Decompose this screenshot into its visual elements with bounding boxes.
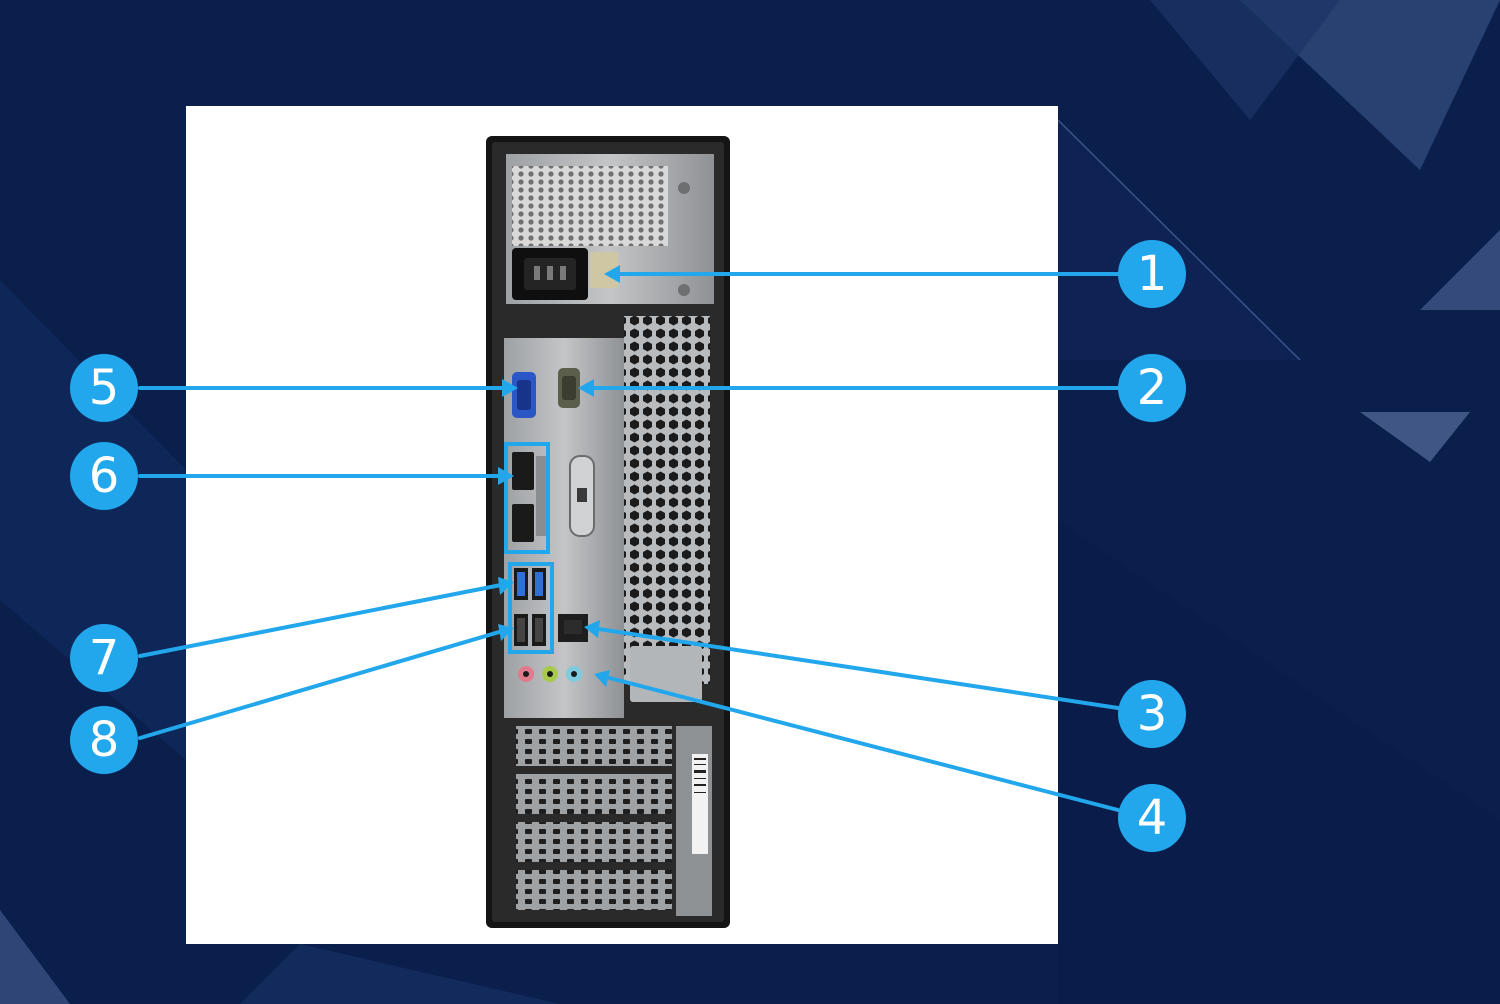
displayport-2 bbox=[512, 504, 534, 542]
callout-badge-7: 7 bbox=[70, 624, 138, 692]
callout-badge-1: 1 bbox=[1118, 240, 1186, 308]
product-photo-panel bbox=[186, 106, 1058, 944]
expansion-slot-2 bbox=[516, 774, 672, 814]
highlight-box-usb bbox=[508, 562, 554, 654]
expansion-slot-4 bbox=[516, 870, 672, 910]
callout-badge-6: 6 bbox=[70, 442, 138, 510]
expansion-slot-1 bbox=[516, 726, 672, 766]
ventilation-grille bbox=[624, 316, 710, 684]
callout-badge-8: 8 bbox=[70, 706, 138, 774]
callout-badge-4: 4 bbox=[1118, 784, 1186, 852]
callout-badge-2: 2 bbox=[1118, 354, 1186, 422]
psu-fan-grille bbox=[512, 166, 668, 246]
displayport-1 bbox=[512, 452, 534, 490]
callout-badge-5: 5 bbox=[70, 354, 138, 422]
callout-badge-3: 3 bbox=[1118, 680, 1186, 748]
highlight-box-displayports bbox=[504, 442, 550, 554]
expansion-slot-3 bbox=[516, 822, 672, 862]
pc-tower-rear-view bbox=[486, 136, 730, 928]
